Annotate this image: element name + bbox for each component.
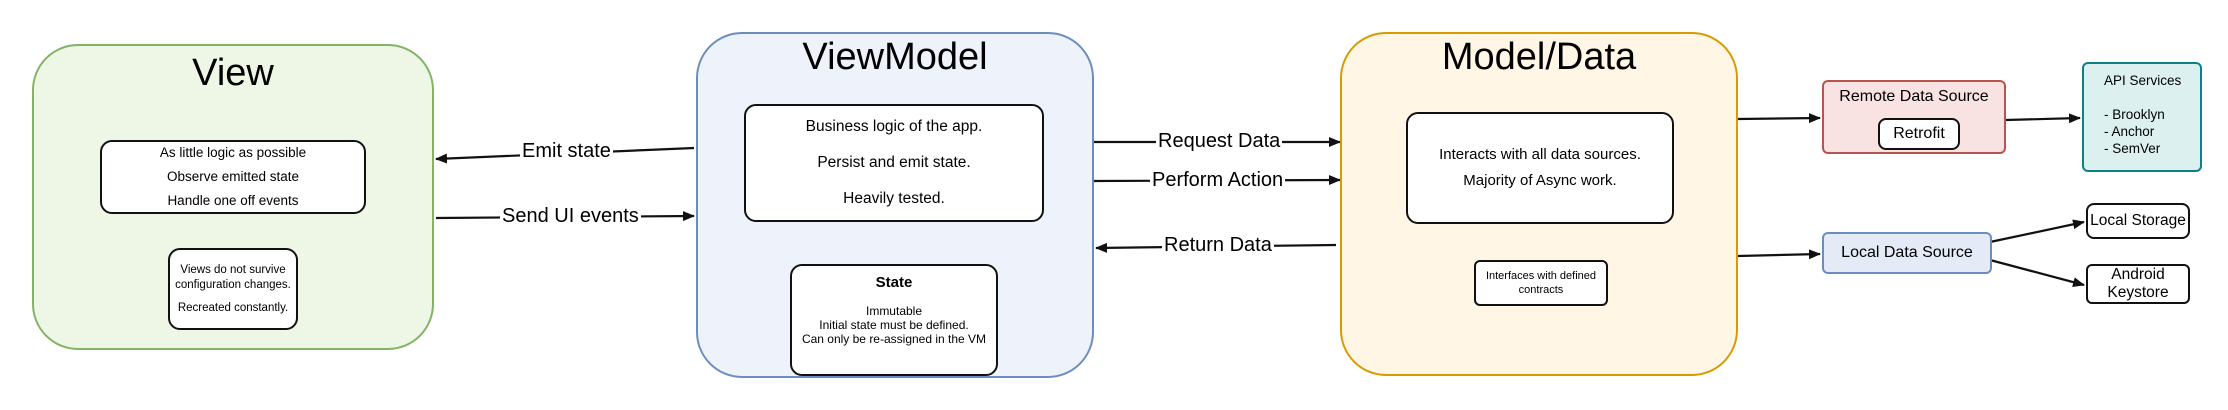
perform-action-label: Perform Action	[1150, 169, 1286, 192]
request-data-label: Request Data	[1156, 130, 1283, 153]
remote-to-api-arrow	[2005, 113, 2081, 124]
remote-data-source: Remote Data Source Retrofit	[1822, 80, 2006, 154]
emit-state-label: Emit state	[520, 140, 613, 163]
api-services-title: API Services	[2104, 73, 2182, 88]
interfaces-line: Interfaces with defined	[1485, 270, 1597, 282]
state-box: State Immutable Initial state must be de…	[790, 264, 998, 376]
viewmodel-title: ViewModel	[802, 36, 988, 78]
model-responsibilities-box: Interacts with all data sources. Majorit…	[1406, 112, 1674, 224]
view-responsibility: As little logic as possible	[159, 145, 307, 160]
state-line: Initial state must be defined.	[819, 318, 969, 332]
view-responsibility: Observe emitted state	[166, 169, 300, 184]
view-responsibility: Handle one off events	[167, 193, 299, 208]
viewmodel-responsibilities-box: Business logic of the app. Persist and e…	[744, 104, 1044, 222]
model-title: Model/Data	[1441, 36, 1637, 78]
model-to-local-arrow	[1737, 249, 1821, 260]
interfaces-note: Interfaces with defined contracts	[1474, 260, 1608, 306]
interfaces-line: contracts	[1518, 284, 1564, 296]
view-title: View	[192, 52, 274, 94]
model-to-remote-arrow	[1737, 113, 1821, 124]
state-line: Can only be re-assigned in the VM	[801, 332, 987, 346]
api-service-item: - SemVer	[2104, 141, 2161, 156]
local-storage-box: Local Storage	[2086, 203, 2190, 239]
retrofit-box: Retrofit	[1878, 118, 1960, 150]
viewmodel-responsibility: Persist and emit state.	[817, 154, 971, 171]
state-line: Immutable	[865, 304, 923, 318]
viewmodel-responsibility: Business logic of the app.	[805, 118, 983, 135]
note-line: Views do not survive	[180, 263, 286, 276]
remote-data-source-title: Remote Data Source	[1839, 88, 1989, 105]
local-data-source-title: Local Data Source	[1841, 244, 1973, 261]
send-ui-events-label: Send UI events	[500, 205, 641, 228]
local-data-source: Local Data Source	[1822, 232, 1992, 274]
local-to-keystore-arrow	[1989, 258, 2085, 288]
viewmodel-responsibility: Heavily tested.	[843, 190, 945, 207]
note-line: Recreated constantly.	[177, 301, 289, 314]
return-data-label: Return Data	[1162, 234, 1274, 257]
android-keystore-box: Android Keystore	[2086, 264, 2190, 304]
note-line: configuration changes.	[175, 278, 291, 291]
view-responsibilities-box: As little logic as possible Observe emit…	[100, 140, 366, 214]
keystore-line: Android	[2111, 266, 2165, 283]
api-services: API Services - Brooklyn - Anchor - SemVe…	[2082, 62, 2202, 172]
keystore-line: Keystore	[2107, 284, 2169, 301]
view-lifecycle-note: Views do not survive configuration chang…	[168, 248, 298, 330]
model-responsibility: Interacts with all data sources.	[1439, 146, 1641, 163]
model-responsibility: Majority of Async work.	[1463, 172, 1617, 189]
local-to-storage-arrow	[1989, 219, 2085, 244]
state-title: State	[875, 274, 913, 291]
api-service-item: - Brooklyn	[2104, 107, 2165, 122]
api-service-item: - Anchor	[2104, 124, 2155, 139]
